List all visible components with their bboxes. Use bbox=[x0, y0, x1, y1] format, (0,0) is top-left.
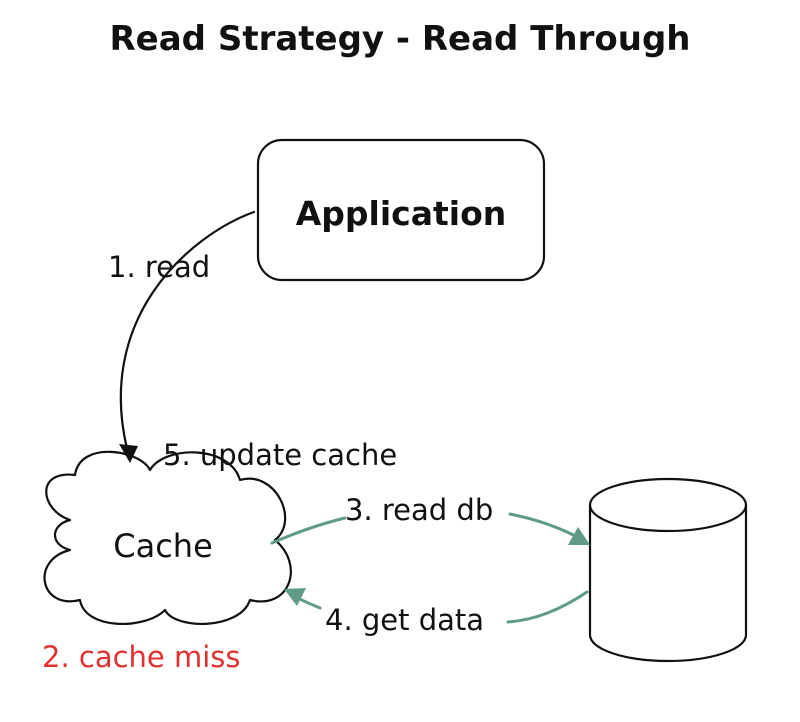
edge-get-data-label: 4. get data bbox=[325, 603, 484, 637]
edge-update-cache-label: 5. update cache bbox=[163, 438, 397, 472]
cache-label: Cache bbox=[113, 527, 213, 565]
edge-read-db-line-left bbox=[270, 516, 347, 545]
edge-read-db-arrowhead bbox=[568, 527, 590, 545]
cache-cloud bbox=[43, 450, 292, 626]
edge-read-arrowhead bbox=[119, 444, 138, 463]
diagram-title: Read Strategy - Read Through bbox=[109, 19, 690, 59]
edge-get-data-arrowhead bbox=[284, 588, 306, 606]
cache-node: Cache bbox=[43, 450, 292, 626]
application-box bbox=[256, 138, 546, 282]
database-cylinder-body bbox=[588, 503, 748, 663]
database-node bbox=[588, 477, 748, 663]
edge-read-db-label: 3. read db bbox=[345, 493, 493, 527]
cache-miss-label: 2. cache miss bbox=[42, 640, 241, 674]
edge-read-db-line-right bbox=[508, 512, 585, 542]
edge-read: 1. read bbox=[108, 210, 256, 463]
edge-read-label: 1. read bbox=[108, 250, 210, 284]
edge-get-data-line-right bbox=[506, 590, 589, 624]
database-cylinder-top bbox=[588, 477, 748, 533]
edge-read-db: 3. read db bbox=[270, 493, 590, 545]
edge-read-line bbox=[119, 210, 256, 462]
application-node: Application bbox=[256, 138, 546, 282]
application-label: Application bbox=[296, 194, 507, 233]
edge-get-data: 4. get data bbox=[284, 588, 589, 637]
